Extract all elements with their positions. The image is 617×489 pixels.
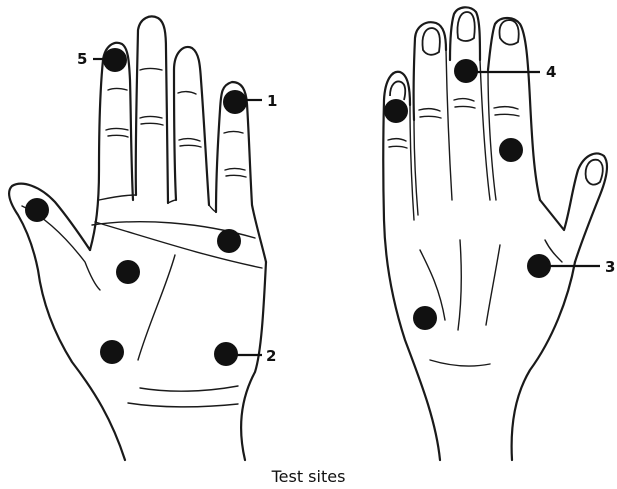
site-label-1: 1 xyxy=(246,92,277,110)
test-site-dot-left-hypothenar-lower xyxy=(214,342,238,366)
right-hand-back xyxy=(383,7,607,460)
test-site-dots xyxy=(25,48,551,366)
test-site-dot-right-index-middle xyxy=(454,59,478,83)
site-label-3-text: 3 xyxy=(605,258,615,276)
test-site-dot-left-little-tip xyxy=(223,90,247,114)
figure-caption: Test sites xyxy=(0,467,617,486)
test-site-dot-left-thenar-lower xyxy=(100,340,124,364)
test-site-dot-right-knuckle xyxy=(499,138,523,162)
test-site-dot-right-back xyxy=(413,306,437,330)
test-site-dot-right-little xyxy=(384,99,408,123)
site-label-1-text: 1 xyxy=(267,92,277,110)
test-site-dot-right-thumb-web xyxy=(527,254,551,278)
site-label-4-text: 4 xyxy=(546,63,556,81)
site-label-2-text: 2 xyxy=(266,347,276,365)
test-site-dot-left-thumb-tip xyxy=(25,198,49,222)
site-label-5-text: 5 xyxy=(77,50,87,68)
test-site-dot-left-hypothenar-upper xyxy=(217,229,241,253)
test-site-dot-left-index-tip xyxy=(103,48,127,72)
site-label-5: 5 xyxy=(77,50,104,68)
test-site-dot-left-thenar-upper xyxy=(116,260,140,284)
